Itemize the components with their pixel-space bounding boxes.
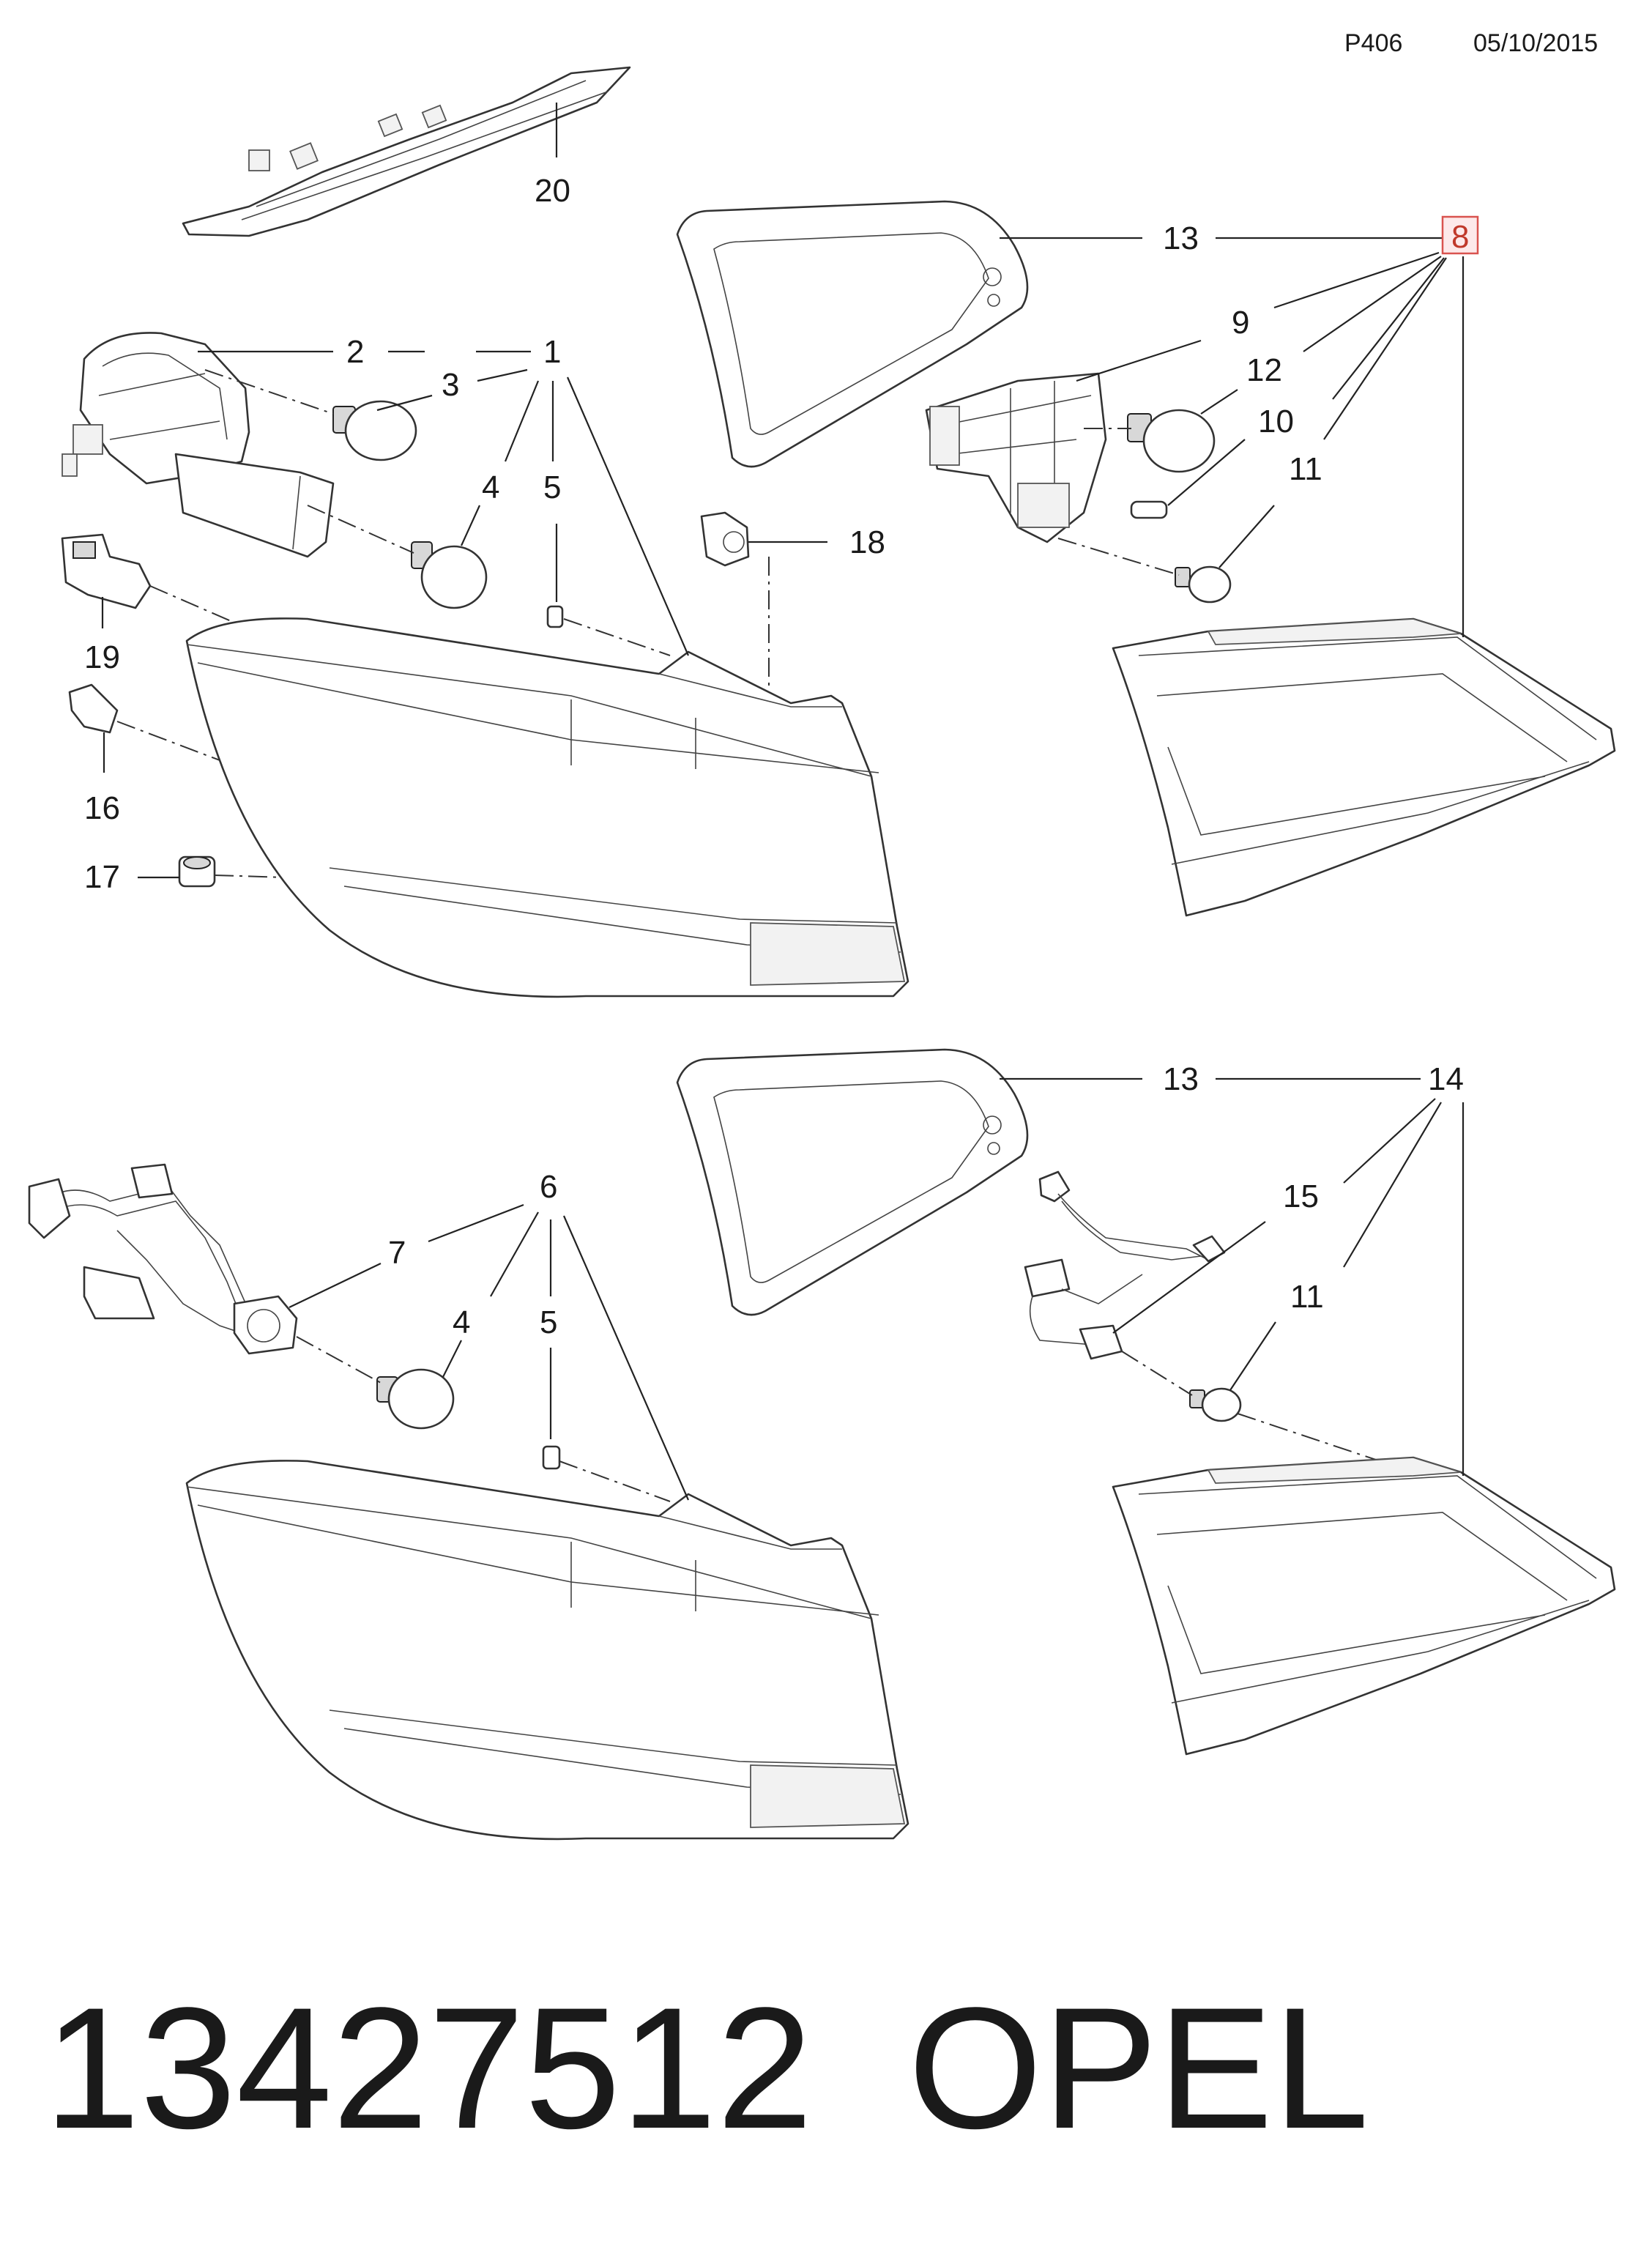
part-17-plug — [178, 855, 216, 888]
callout-14: 14 — [1428, 1061, 1464, 1097]
callout-20: 20 — [535, 173, 570, 209]
callout-8: 8 — [1451, 219, 1469, 255]
callout-18: 18 — [849, 524, 885, 560]
part-18-clip — [700, 511, 750, 567]
part-19-socket — [61, 533, 152, 609]
callout-1: 1 — [543, 334, 561, 370]
part-11-bulb-bottom — [1189, 1387, 1242, 1422]
part-5-grommet-bottom — [542, 1445, 561, 1470]
part-20-strip — [182, 66, 631, 237]
callout-8-highlight — [1441, 215, 1479, 255]
part-11-bulb-top — [1175, 565, 1232, 604]
part-7-wiring-harness — [28, 1163, 298, 1355]
footer-brand: OPEL — [908, 1972, 1369, 2165]
callout-9: 9 — [1232, 305, 1249, 341]
part-13-gasket-top — [676, 200, 1029, 468]
part-3-bulb — [332, 400, 417, 461]
callout-10: 10 — [1258, 404, 1294, 439]
callout-11-bottom: 11 — [1290, 1279, 1324, 1315]
callout-4-top: 4 — [482, 469, 499, 505]
footer-part-number: 13427512 — [44, 1972, 813, 2165]
callout-6: 6 — [540, 1169, 557, 1205]
part-13-gasket-bottom — [676, 1048, 1029, 1316]
part-16-clip — [68, 683, 119, 734]
callout-19: 19 — [84, 639, 120, 675]
callout-5-bottom: 5 — [540, 1304, 557, 1340]
callout-12: 12 — [1246, 352, 1282, 388]
callout-11-top: 11 — [1289, 451, 1322, 487]
callout-17: 17 — [84, 859, 120, 895]
part-8-inner-lamp — [1112, 617, 1616, 917]
part-4-bulb-top — [411, 541, 488, 609]
part-6-outer-lamp — [185, 1460, 909, 1841]
diagram-date: 05/10/2015 — [1473, 29, 1598, 57]
part-2-bulb-carrier — [62, 332, 335, 558]
part-4-bulb-bottom — [376, 1368, 455, 1430]
callout-13-bottom: 13 — [1163, 1061, 1199, 1097]
part-9-bulb-holder — [925, 372, 1107, 543]
callout-13-top: 13 — [1163, 220, 1199, 256]
callout-4-bottom: 4 — [453, 1304, 470, 1340]
part-12-bulb — [1127, 409, 1216, 473]
callout-2: 2 — [346, 334, 364, 370]
part-14-inner-lamp — [1112, 1456, 1616, 1756]
callout-16: 16 — [84, 790, 120, 826]
part-5-grommet-top — [546, 605, 564, 628]
part-10-bulb — [1130, 500, 1168, 519]
callout-15: 15 — [1283, 1178, 1319, 1214]
part-1-outer-lamp — [185, 617, 909, 998]
callout-7: 7 — [388, 1235, 406, 1271]
callout-5-top: 5 — [543, 469, 561, 505]
callout-3: 3 — [442, 367, 459, 403]
diagram-code: P406 — [1344, 29, 1402, 57]
part-15-harness — [1024, 1170, 1226, 1360]
